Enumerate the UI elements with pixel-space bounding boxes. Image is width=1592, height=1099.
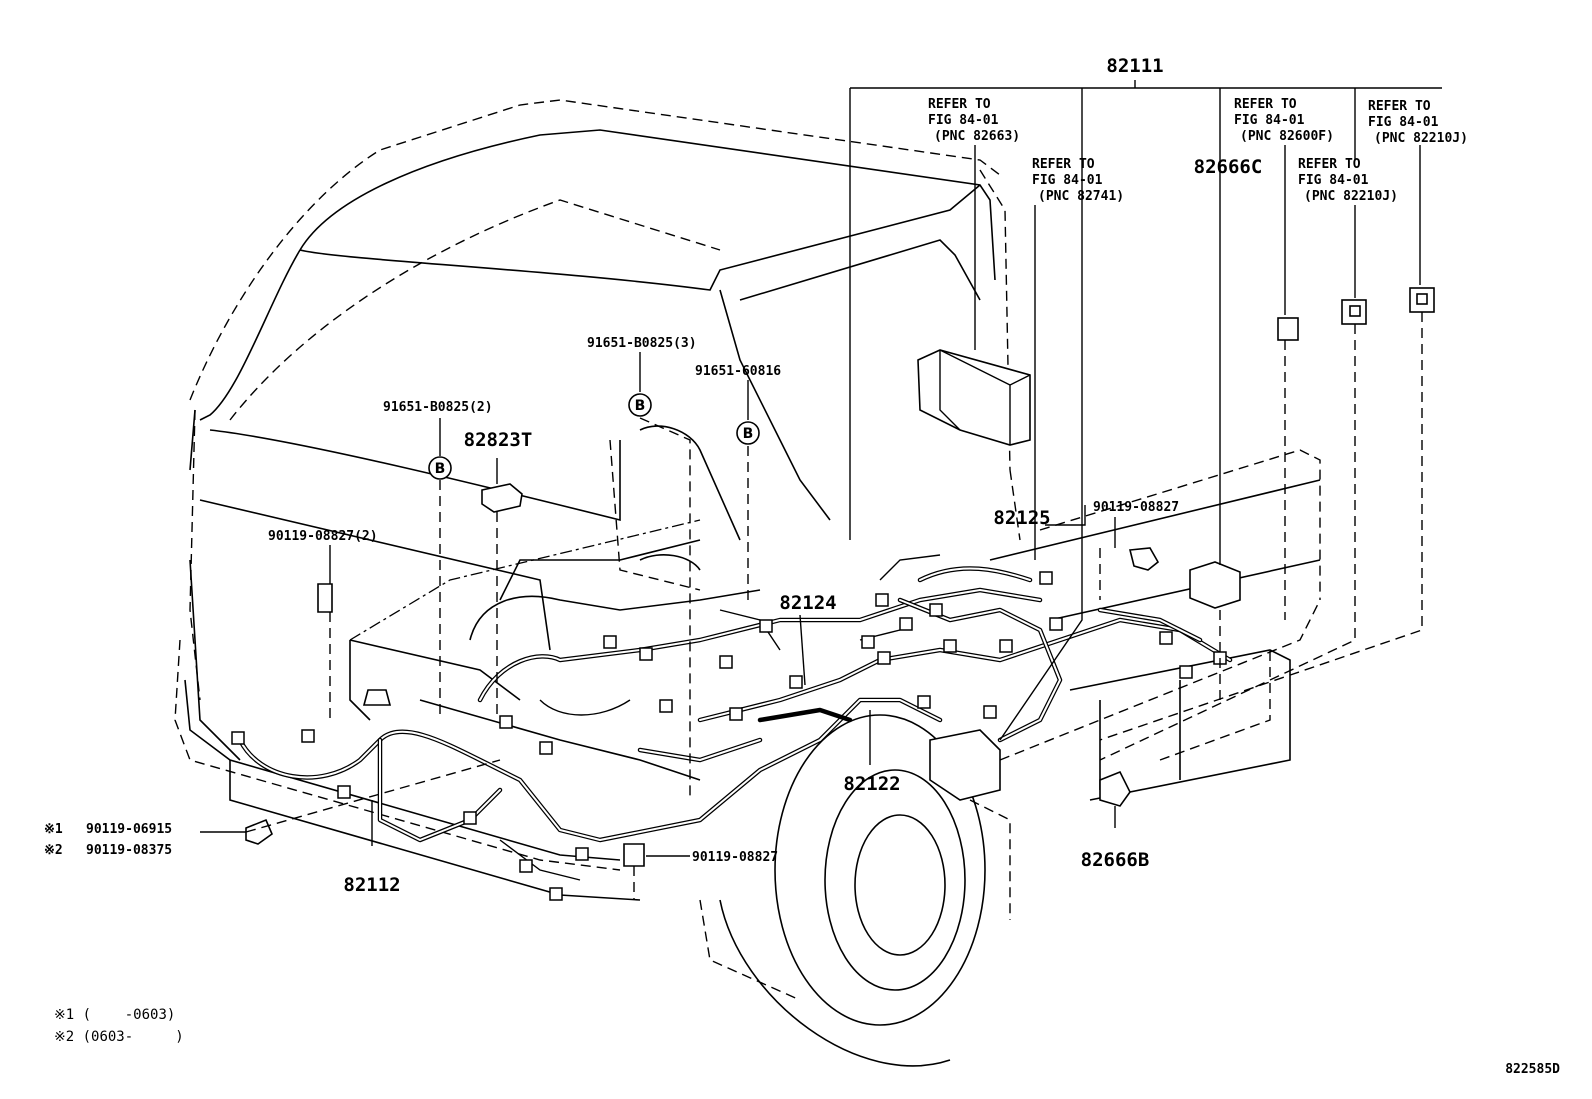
connector (519, 859, 533, 873)
label-91651-b0825-2: 91651-B0825(2) (383, 400, 493, 415)
connector (875, 593, 889, 607)
connector (337, 785, 351, 799)
connector (603, 635, 617, 649)
clip-82666b (1099, 770, 1131, 807)
refer-note-82741: REFER TO FIG 84-01 (PNC 82741) (1032, 157, 1124, 204)
relay-82600f (1277, 317, 1299, 341)
chassis-frame (989, 479, 1321, 801)
connector (659, 699, 673, 713)
connector (999, 639, 1013, 653)
label-82666c: 82666C (1194, 156, 1263, 178)
ecu-module (917, 349, 1031, 446)
connector (861, 635, 875, 649)
label-82125: 82125 (993, 507, 1050, 529)
label-91651-60816: 91651-60816 (695, 364, 781, 379)
junction-block (929, 729, 1001, 801)
label-82823t: 82823T (464, 429, 533, 451)
connector (929, 603, 943, 617)
svg-text:REFER TO: REFER TO (1032, 157, 1095, 172)
engine-block (349, 539, 761, 781)
mark-2: ※2 (44, 843, 63, 858)
bracket-82666c (1189, 561, 1241, 609)
svg-text:(PNC 82210J): (PNC 82210J) (1374, 131, 1468, 146)
connector (463, 811, 477, 825)
grommet (362, 689, 392, 706)
connector (789, 675, 803, 689)
label-90119-06915: 90119-06915 (86, 822, 172, 837)
connector (983, 705, 997, 719)
mark-1: ※1 (44, 822, 63, 837)
connector (917, 695, 931, 709)
refer-note-82210j-b: REFER TO FIG 84-01 (PNC 82210J) (1368, 99, 1468, 146)
svg-text:B: B (435, 461, 446, 477)
circle-b-marker-2: B (628, 393, 652, 417)
clamp-82823t (481, 483, 523, 513)
connector (499, 715, 513, 729)
svg-text:REFER TO: REFER TO (1298, 157, 1361, 172)
connector (1039, 571, 1053, 585)
svg-text:FIG 84-01: FIG 84-01 (928, 113, 999, 128)
svg-text:FIG 84-01: FIG 84-01 (1032, 173, 1103, 188)
refer-note-82210j-a: REFER TO FIG 84-01 (PNC 82210J) (1298, 157, 1398, 204)
label-90119-08827-2: 90119-08827(2) (268, 529, 378, 544)
connector (539, 741, 553, 755)
figure-id: 822585D (1505, 1062, 1560, 1077)
connector (729, 707, 743, 721)
connector (1049, 617, 1063, 631)
svg-text:(PNC 82741): (PNC 82741) (1038, 189, 1124, 204)
svg-text:FIG 84-01: FIG 84-01 (1368, 115, 1439, 130)
svg-text:FIG 84-01: FIG 84-01 (1234, 113, 1305, 128)
connector (639, 647, 653, 661)
label-82112: 82112 (343, 874, 400, 896)
svg-text:REFER TO: REFER TO (928, 97, 991, 112)
connector (899, 617, 913, 631)
svg-text:REFER TO: REFER TO (1234, 97, 1297, 112)
connector (759, 619, 773, 633)
svg-text:(PNC 82600F): (PNC 82600F) (1240, 129, 1334, 144)
connector (301, 729, 315, 743)
bolt-06915 (245, 818, 273, 845)
svg-text:B: B (743, 426, 754, 442)
wire-harness (237, 554, 1233, 881)
label-90119-08375: 90119-08375 (86, 843, 172, 858)
bolt-08827-right (1128, 547, 1160, 571)
connector (549, 887, 563, 901)
bolt-08827-bottom (623, 843, 645, 867)
footnote-2: ※2 (0603- ) (54, 1029, 184, 1045)
footnote-1: ※1 ( -0603) (54, 1007, 175, 1023)
svg-text:(PNC 82210J): (PNC 82210J) (1304, 189, 1398, 204)
label-82111: 82111 (1106, 55, 1163, 77)
cab-solid-lines (184, 129, 996, 901)
connector (1179, 665, 1193, 679)
cab-outline (174, 99, 1321, 1001)
svg-text:(PNC 82663): (PNC 82663) (934, 129, 1020, 144)
harness-connectors (231, 571, 1227, 901)
connector (1159, 631, 1173, 645)
connector (877, 651, 891, 665)
svg-text:FIG 84-01: FIG 84-01 (1298, 173, 1369, 188)
svg-text:B: B (635, 398, 646, 414)
relay-parts (245, 287, 1435, 867)
label-82666b: 82666B (1081, 849, 1150, 871)
connector (943, 639, 957, 653)
refer-note-82600f: REFER TO FIG 84-01 (PNC 82600F) (1234, 97, 1334, 144)
label-82122: 82122 (843, 773, 900, 795)
connector (719, 655, 733, 669)
label-91651-b0825-3: 91651-B0825(3) (587, 336, 697, 351)
connector (575, 847, 589, 861)
label-90119-08827-bottom: 90119-08827 (692, 850, 778, 865)
label-90119-08827-right: 90119-08827 (1093, 500, 1179, 515)
front-wheel (719, 714, 986, 1067)
refer-note-82663: REFER TO FIG 84-01 (PNC 82663) (928, 97, 1020, 144)
circle-b-marker-1: B (428, 456, 452, 480)
connector (231, 731, 245, 745)
circle-b-marker-3: B (736, 421, 760, 445)
bolt-08827-2 (317, 583, 333, 613)
callout-leaders (200, 80, 1442, 900)
svg-text:REFER TO: REFER TO (1368, 99, 1431, 114)
label-82124: 82124 (779, 592, 836, 614)
